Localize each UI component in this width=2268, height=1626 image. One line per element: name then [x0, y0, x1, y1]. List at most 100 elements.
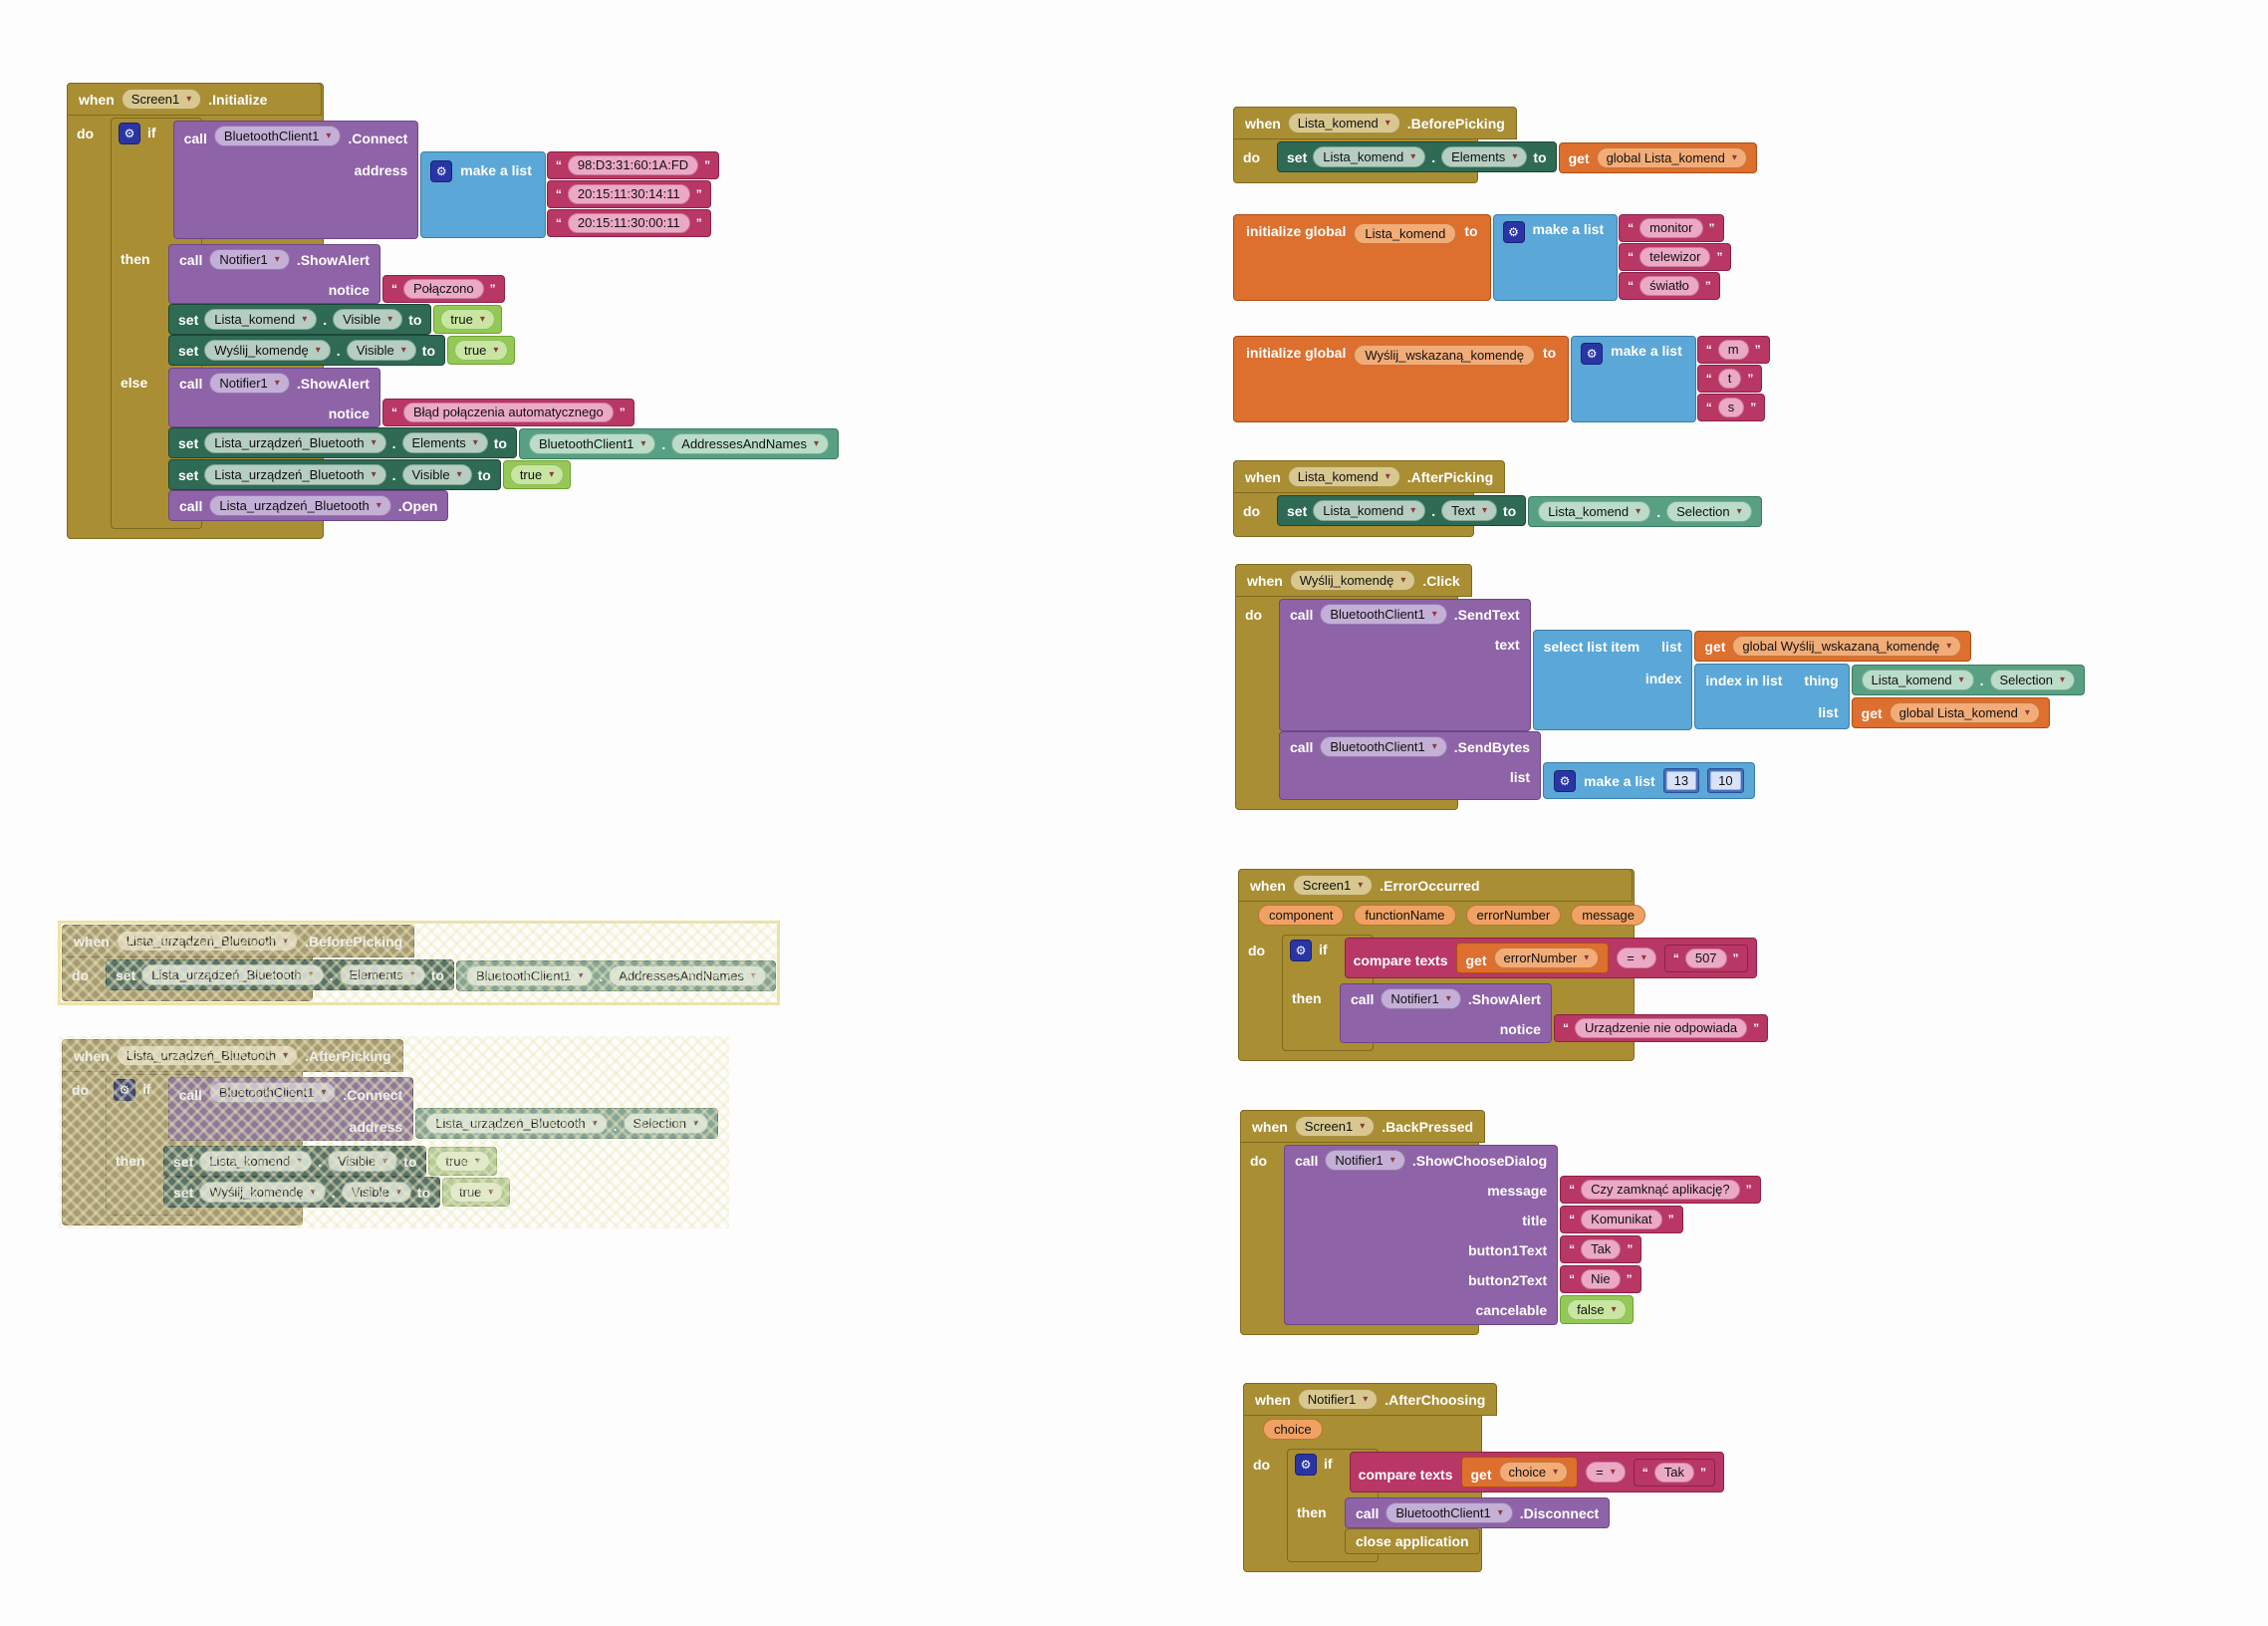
- call-showalert-block[interactable]: call Notifier1 .ShowAlert notice Urządze…: [1340, 983, 1769, 1043]
- text-string-block[interactable]: m: [1696, 336, 1770, 364]
- property-dropdown[interactable]: AddressesAndNames: [671, 433, 830, 454]
- if-block[interactable]: if call BluetoothClient1 .Connect addres…: [111, 118, 840, 529]
- text-field[interactable]: 507: [1684, 948, 1727, 968]
- mutator-gear-icon[interactable]: [1295, 1454, 1317, 1476]
- get-variable-block[interactable]: get global Lista_komend: [1851, 697, 2050, 728]
- property-dropdown[interactable]: Text: [1441, 500, 1497, 521]
- variable-dropdown[interactable]: global Lista_komend: [1889, 702, 2040, 723]
- component-dropdown[interactable]: BluetoothClient1: [1386, 1502, 1513, 1523]
- text-string-block[interactable]: 98:D3:31:60:1A:FD: [546, 151, 720, 179]
- text-string-block[interactable]: Czy zamknąć aplikację?: [1560, 1176, 1761, 1204]
- property-dropdown[interactable]: Visible: [341, 1182, 411, 1203]
- block-screen1-backpressed[interactable]: when Screen1 .BackPressed do call Notifi…: [1240, 1110, 1761, 1335]
- logic-false-block[interactable]: false: [1560, 1295, 1634, 1324]
- get-variable-block[interactable]: get global Lista_komend: [1558, 142, 1757, 173]
- property-dropdown[interactable]: Selection: [1989, 670, 2076, 690]
- if-block[interactable]: if call BluetoothClient1 .Connect addres…: [106, 1074, 726, 1216]
- component-dropdown[interactable]: BluetoothClient1: [465, 965, 594, 986]
- text-field[interactable]: 98:D3:31:60:1A:FD: [567, 155, 699, 175]
- variable-dropdown[interactable]: global Wyślij_wskazaną_komendę: [1732, 636, 1962, 657]
- if-block[interactable]: if compare texts get choice = Tak: [1287, 1449, 1732, 1562]
- component-dropdown[interactable]: Lista_komend: [1861, 670, 1974, 690]
- text-field[interactable]: Tak: [1653, 1462, 1694, 1483]
- select-list-item-block[interactable]: select list item list get global Wyślij_…: [1532, 630, 2086, 730]
- component-dropdown[interactable]: Notifier1: [1381, 988, 1461, 1009]
- text-field[interactable]: telewizor: [1639, 247, 1711, 267]
- component-dropdown[interactable]: Notifier1: [209, 373, 290, 394]
- mutator-gear-icon[interactable]: [119, 123, 140, 144]
- set-visible-block[interactable]: set Lista_komend . Visible to true: [168, 304, 502, 335]
- component-dropdown[interactable]: Lista_komend: [204, 309, 318, 330]
- call-showchoosedialog-block[interactable]: call Notifier1 .ShowChooseDialog message…: [1284, 1145, 1761, 1325]
- make-a-list-block[interactable]: make a list 98:D3:31:60:1A:FD 20:15:11:3…: [420, 151, 720, 238]
- text-string-block[interactable]: 20:15:11:30:00:11: [546, 209, 711, 237]
- call-showalert-block[interactable]: call Notifier1 .ShowAlert notice Błąd po…: [168, 368, 634, 427]
- component-dropdown[interactable]: BluetoothClient1: [528, 433, 656, 454]
- property-getter-block[interactable]: BluetoothClient1 . AddressesAndNames: [518, 428, 840, 459]
- text-field[interactable]: Urządzenie nie odpowiada: [1574, 1018, 1748, 1038]
- text-field[interactable]: Komunikat: [1581, 1210, 1662, 1229]
- component-dropdown[interactable]: BluetoothClient1: [208, 1082, 337, 1103]
- index-in-list-block[interactable]: index in list thing Lista_komend . Selec…: [1694, 664, 2086, 729]
- text-string-block[interactable]: Urządzenie nie odpowiada: [1553, 1014, 1769, 1042]
- component-dropdown[interactable]: Lista_komend: [199, 1151, 313, 1172]
- logic-true-block[interactable]: true: [447, 336, 516, 365]
- set-visible-block[interactable]: set Lista_komend . Visible to true: [163, 1146, 497, 1177]
- component-dropdown[interactable]: Lista_komend: [1538, 501, 1651, 522]
- component-dropdown[interactable]: Lista_urządzeń_Bluetooth: [116, 1045, 299, 1066]
- text-string-block[interactable]: Komunikat: [1560, 1206, 1683, 1233]
- set-elements-block[interactable]: set Lista_urządzeń_Bluetooth . Elements …: [106, 959, 777, 991]
- number-field[interactable]: 13: [1665, 771, 1697, 790]
- text-string-block[interactable]: monitor: [1619, 214, 1724, 242]
- block-screen1-initialize[interactable]: when Screen1 .Initialize do if call: [67, 83, 840, 539]
- logic-true-block[interactable]: true: [502, 460, 572, 489]
- logic-true-block[interactable]: true: [428, 1147, 497, 1176]
- call-showalert-block[interactable]: call Notifier1 .ShowAlert notice Połączo…: [168, 244, 505, 304]
- number-block[interactable]: 13: [1662, 768, 1700, 793]
- text-field[interactable]: t: [1717, 369, 1742, 389]
- property-dropdown[interactable]: Elements: [401, 432, 488, 453]
- call-sendbytes-block[interactable]: call BluetoothClient1 .SendBytes list ma…: [1279, 731, 1755, 800]
- text-field[interactable]: s: [1717, 398, 1745, 417]
- text-string-block[interactable]: Nie: [1560, 1265, 1641, 1293]
- call-bluetooth-connect-block[interactable]: call BluetoothClient1 .Connect address: [172, 121, 720, 239]
- variable-dropdown[interactable]: choice: [1498, 1462, 1569, 1483]
- set-visible-block[interactable]: set Wyślij_komendę . Visible to true: [163, 1177, 511, 1208]
- component-dropdown[interactable]: Lista_urządzeń_Bluetooth: [204, 464, 386, 485]
- mutator-gear-icon[interactable]: [1502, 221, 1525, 243]
- logic-true-block[interactable]: true: [433, 305, 502, 334]
- component-dropdown[interactable]: Lista_urządzeń_Bluetooth: [204, 432, 386, 453]
- block-lub-afterpicking-disabled[interactable]: when Lista_urządzeń_Bluetooth .AfterPick…: [58, 1036, 730, 1228]
- mutator-gear-icon[interactable]: [430, 160, 453, 182]
- make-a-list-block[interactable]: make a list 13 10: [1543, 762, 1755, 799]
- property-getter-block[interactable]: Lista_komend . Selection: [1528, 496, 1762, 527]
- variable-dropdown[interactable]: errorNumber: [1493, 948, 1600, 968]
- component-dropdown[interactable]: Screen1: [1292, 875, 1374, 896]
- component-dropdown[interactable]: Screen1: [1294, 1116, 1376, 1137]
- text-field[interactable]: światło: [1639, 276, 1699, 296]
- if-block[interactable]: if compare texts get errorNumber = 507: [1282, 935, 1769, 1051]
- property-dropdown[interactable]: AddressesAndNames: [609, 965, 767, 986]
- block-notifier-afterchoosing[interactable]: when Notifier1 .AfterChoosing choice do …: [1243, 1383, 1732, 1572]
- component-dropdown[interactable]: Lista_urządzeń_Bluetooth: [425, 1113, 608, 1134]
- component-dropdown[interactable]: Wyślij_komendę: [199, 1182, 326, 1203]
- text-field[interactable]: Czy zamknąć aplikację?: [1581, 1180, 1740, 1200]
- component-dropdown[interactable]: BluetoothClient1: [1320, 604, 1447, 625]
- call-bluetooth-connect-block[interactable]: call BluetoothClient1 .Connect address L…: [167, 1077, 719, 1141]
- component-dropdown[interactable]: Notifier1: [1325, 1150, 1405, 1171]
- compare-texts-block[interactable]: compare texts get errorNumber = 507: [1344, 938, 1757, 978]
- property-dropdown[interactable]: Selection: [623, 1113, 709, 1134]
- component-dropdown[interactable]: Lista_komend: [1287, 466, 1400, 487]
- block-screen1-erroroccurred[interactable]: when Screen1 .ErrorOccurred component fu…: [1238, 869, 1769, 1061]
- make-a-list-block[interactable]: make a list monitor telewizor światło: [1492, 214, 1732, 301]
- property-dropdown[interactable]: Visible: [346, 340, 416, 361]
- text-field[interactable]: Tak: [1581, 1239, 1622, 1259]
- set-text-block[interactable]: set Lista_komend . Text to Lista_komend …: [1277, 495, 1762, 527]
- component-dropdown[interactable]: Notifier1: [1297, 1389, 1379, 1410]
- text-string-block[interactable]: Błąd połączenia automatycznego: [381, 399, 634, 426]
- component-dropdown[interactable]: BluetoothClient1: [213, 126, 342, 146]
- text-field[interactable]: Błąd połączenia automatycznego: [402, 403, 614, 422]
- component-dropdown[interactable]: Wyślij_komendę: [1289, 570, 1416, 591]
- set-elements-block[interactable]: set Lista_urządzeń_Bluetooth . Elements …: [168, 427, 840, 459]
